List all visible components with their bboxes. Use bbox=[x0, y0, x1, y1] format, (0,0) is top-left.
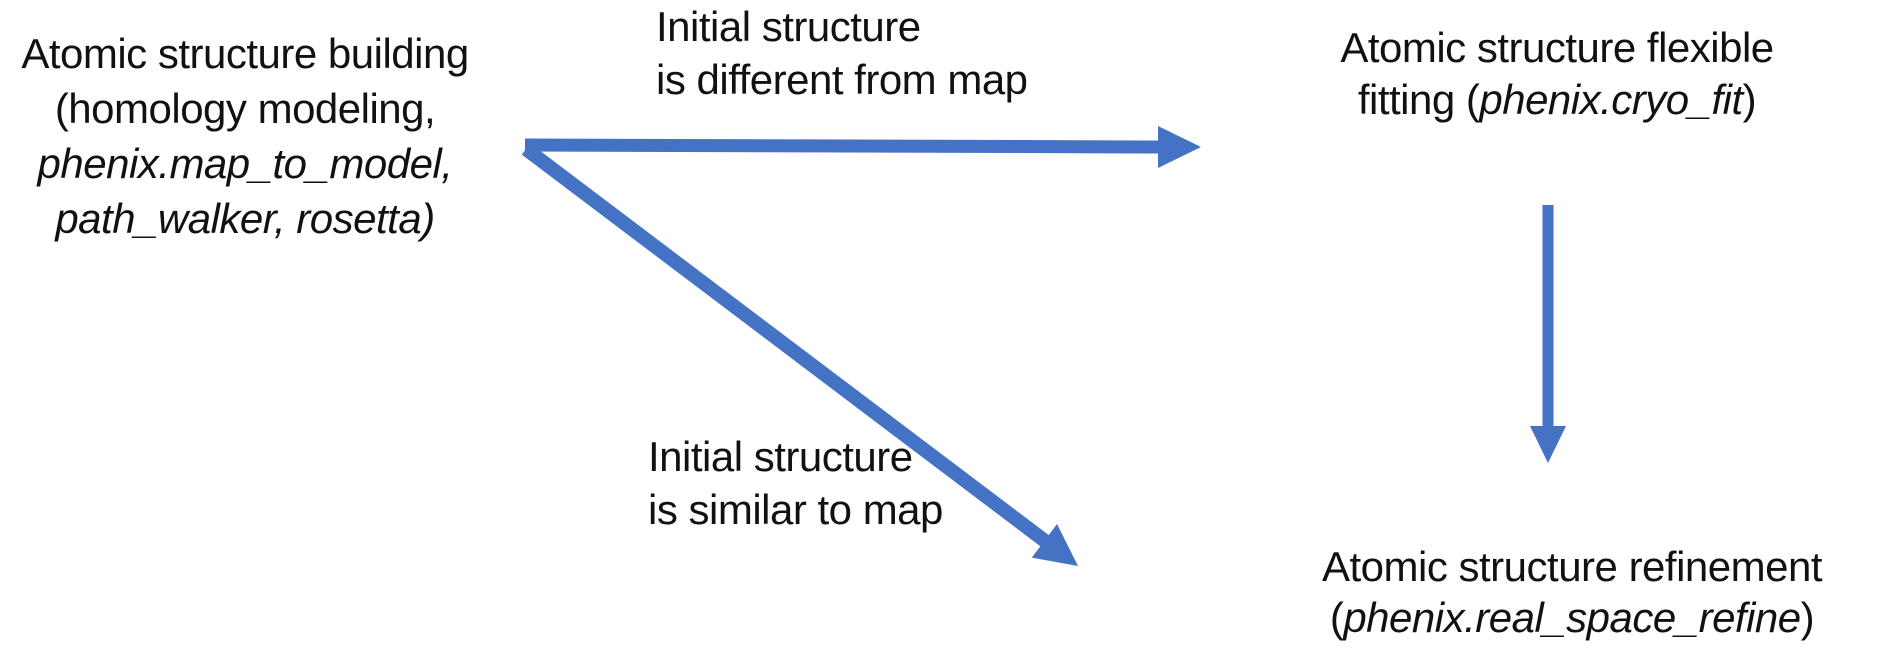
node-structure-building-line4: path_walker, rosetta) bbox=[55, 195, 435, 242]
node-structure-refinement-line2-suffix: ) bbox=[1800, 594, 1815, 641]
node-flexible-fitting-line1: Atomic structure flexible bbox=[1340, 24, 1774, 71]
node-flexible-fitting-line2: fitting (phenix.cryo_fit) bbox=[1307, 74, 1807, 126]
node-flexible-fitting-line2-suffix: ) bbox=[1742, 76, 1757, 123]
arrow-building-to-refinement bbox=[521, 143, 1078, 566]
node-flexible-fitting-line2-prefix: fitting ( bbox=[1357, 76, 1480, 123]
node-structure-refinement: Atomic structure refinement (phenix.real… bbox=[1272, 541, 1872, 643]
node-structure-refinement-line2: (phenix.real_space_refine) bbox=[1272, 592, 1872, 643]
node-flexible-fitting-tool-name: phenix.cryo_fit bbox=[1479, 76, 1743, 123]
node-structure-building: Atomic structure building (homology mode… bbox=[5, 26, 485, 246]
label-different-line2: is different from map bbox=[656, 56, 1028, 103]
node-structure-building-line2: (homology modeling, bbox=[54, 85, 436, 132]
arrow-fitting-to-refinement-head bbox=[1530, 426, 1566, 463]
arrow-building-to-fitting-head bbox=[1158, 126, 1201, 168]
arrow-building-to-fitting-shaft bbox=[524, 138, 1161, 154]
label-initial-structure-different: Initial structure is different from map bbox=[656, 0, 1028, 106]
label-initial-structure-similar: Initial structure is similar to map bbox=[648, 430, 943, 536]
arrow-fitting-to-refinement bbox=[1530, 205, 1566, 463]
node-structure-refinement-line1: Atomic structure refinement bbox=[1321, 543, 1823, 590]
label-similar-line2: is similar to map bbox=[648, 486, 943, 533]
label-different-line1: Initial structure bbox=[656, 3, 921, 50]
arrow-building-to-fitting bbox=[524, 126, 1201, 168]
arrow-building-to-refinement-shaft bbox=[521, 143, 1050, 547]
node-flexible-fitting: Atomic structure flexible fitting (pheni… bbox=[1307, 22, 1807, 126]
node-structure-refinement-line2-prefix: ( bbox=[1329, 594, 1344, 641]
arrow-building-to-refinement-head bbox=[1031, 524, 1078, 566]
node-structure-building-line3: phenix.map_to_model, bbox=[37, 140, 453, 187]
node-structure-building-line1: Atomic structure building bbox=[21, 30, 469, 77]
node-structure-refinement-tool-name: phenix.real_space_refine bbox=[1343, 594, 1801, 641]
label-similar-line1: Initial structure bbox=[648, 433, 913, 480]
